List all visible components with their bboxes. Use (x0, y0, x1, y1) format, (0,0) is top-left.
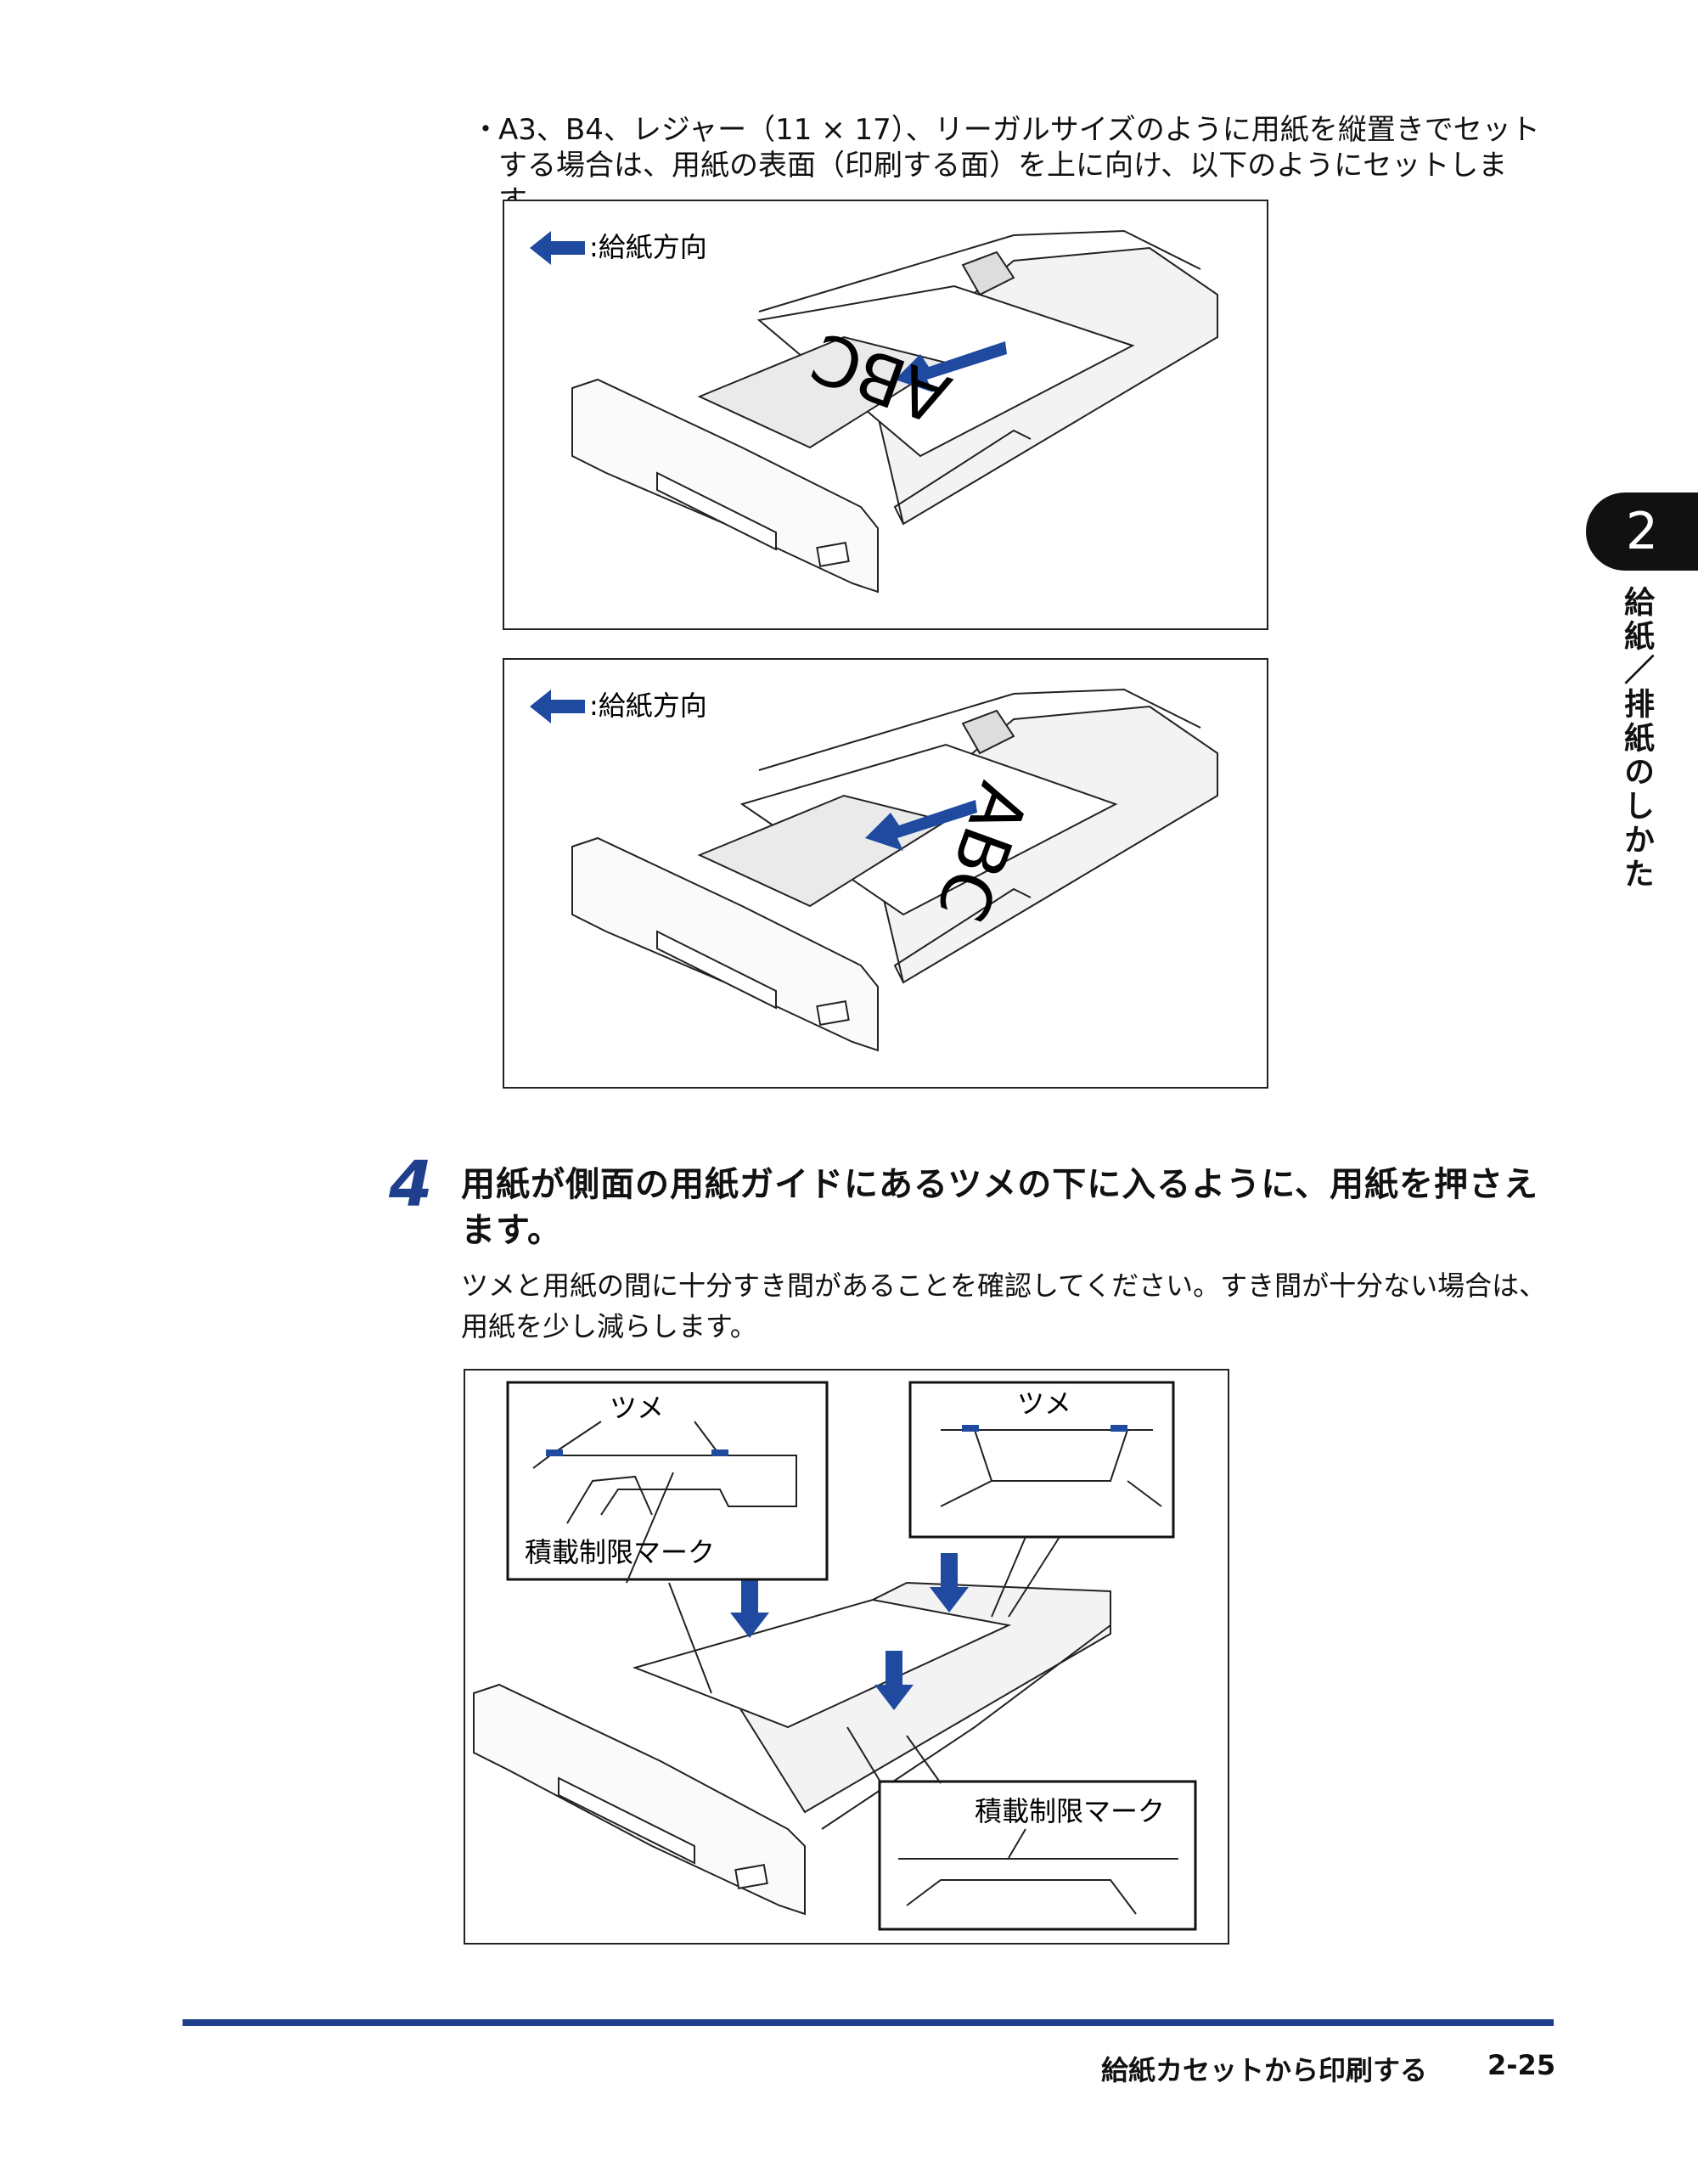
tray-illustration-2: :給紙方向 ABC (530, 688, 1218, 1052)
figure-paper-limit: ツメ 積載制限マーク ツメ 積載制限マーク (464, 1369, 1229, 1945)
footer-page-number: 2-25 (1487, 2049, 1556, 2081)
figure2-legend: :給紙方向 (589, 690, 707, 722)
press-arrow-icon (730, 1579, 769, 1638)
step-title: 用紙が側面の用紙ガイドにあるツメの下に入るように、用紙を押さえます。 (461, 1165, 1538, 1250)
inset-left-claw-label: ツメ (610, 1392, 664, 1424)
bullet-mark: ・ (471, 113, 500, 147)
figure-tray-orientation-1: :給紙方向 ABC (503, 200, 1268, 630)
inset-bottom-right (878, 1780, 1197, 1931)
feed-direction-arrow-icon (530, 690, 585, 723)
chapter-title-vertical: 給紙／排紙のしかた (1619, 586, 1654, 892)
tray-illustration-1: :給紙方向 ABC (530, 229, 1218, 594)
figure-tray-orientation-2: :給紙方向 ABC (503, 658, 1268, 1089)
footer-rule (183, 2019, 1554, 2026)
inset-right-claw-label: ツメ (1017, 1388, 1071, 1420)
bullet-note: ・ A3、B4、レジャー（11 × 17）、リーガルサイズのように用紙を縦置きで… (471, 112, 1558, 219)
footer-section-title: 給紙カセットから印刷する (1101, 2054, 1428, 2086)
bullet-text: A3、B4、レジャー（11 × 17）、リーガルサイズのように用紙を縦置きでセッ… (498, 113, 1540, 218)
inset-bottom-limit-label: 積載制限マーク (975, 1795, 1165, 1827)
tray-limit-illustration: ツメ 積載制限マーク ツメ 積載制限マーク (473, 1381, 1197, 1931)
step-body: ツメと用紙の間に十分すき間があることを確認してください。すき間が十分ない場合は、… (461, 1269, 1547, 1342)
figure1-legend: :給紙方向 (589, 231, 707, 263)
inset-right (908, 1381, 1175, 1539)
press-arrow-icon (930, 1553, 969, 1613)
press-arrow-icon (874, 1651, 914, 1710)
step-number: 4 (389, 1148, 433, 1221)
feed-direction-arrow-icon (530, 231, 585, 265)
inset-left (506, 1381, 829, 1581)
inset-left-limit-label: 積載制限マーク (525, 1536, 715, 1568)
chapter-tab: 2 (1586, 493, 1698, 571)
